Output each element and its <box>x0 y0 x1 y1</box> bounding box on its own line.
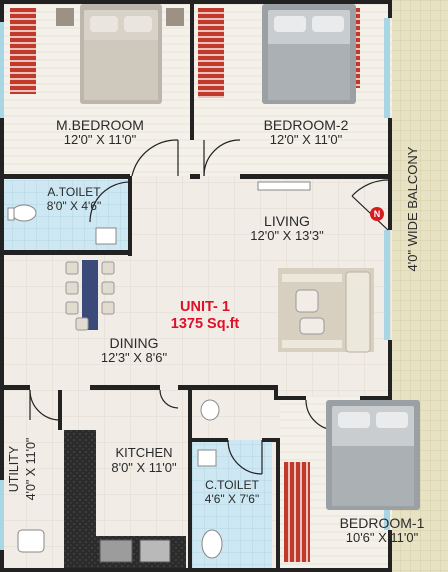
a-toilet-dimensions: 8'0" X 4'6" <box>46 198 102 213</box>
bedroom-2-name: BEDROOM-2 <box>263 117 349 133</box>
balcony-label: 4'0" WIDE BALCONY <box>405 146 420 272</box>
unit-name: UNIT- 1 <box>180 299 230 315</box>
bedroom-2-dimensions: 12'0" X 11'0" <box>269 132 343 148</box>
unit-label: UNIT- 1 1375 Sq.ft <box>150 299 260 334</box>
kitchen-label: KITCHEN 8'0" X 11'0" <box>96 445 192 476</box>
dining-dimensions: 12'3" X 8'6" <box>100 350 168 366</box>
a-toilet-label: A.TOILET 8'0" X 4'6" <box>34 185 114 214</box>
master-bedroom-name: M.BEDROOM <box>56 117 144 133</box>
c-toilet-name: C.TOILET <box>205 478 259 492</box>
utility-label: UTILITY 4'0" X 11'0" <box>6 419 42 519</box>
living-dimensions: 12'0" X 13'3" <box>250 228 324 244</box>
utility-name: UTILITY <box>7 445 21 493</box>
kitchen-dimensions: 8'0" X 11'0" <box>111 459 177 475</box>
master-bedroom-label: M.BEDROOM 12'0" X 11'0" <box>44 117 156 148</box>
bedroom-1-label: BEDROOM-1 10'6" X 11'0" <box>322 515 442 546</box>
bedroom-2-label: BEDROOM-2 12'0" X 11'0" <box>250 117 362 148</box>
north-compass-icon: N <box>370 207 384 221</box>
bedroom-1-dimensions: 10'6" X 11'0" <box>345 530 419 546</box>
kitchen-name: KITCHEN <box>115 445 173 460</box>
c-toilet-dimensions: 4'6" X 7'6" <box>204 491 260 506</box>
c-toilet-label: C.TOILET 4'6" X 7'6" <box>196 478 268 507</box>
bedroom-1-name: BEDROOM-1 <box>339 515 425 531</box>
unit-area: 1375 Sq.ft <box>170 316 240 333</box>
master-bedroom-dimensions: 12'0" X 11'0" <box>63 132 137 148</box>
living-label: LIVING 12'0" X 13'3" <box>232 213 342 244</box>
dining-name: DINING <box>109 335 159 351</box>
dining-label: DINING 12'3" X 8'6" <box>74 335 194 366</box>
utility-dimensions: 4'0" X 11'0" <box>24 437 38 501</box>
a-toilet-name: A.TOILET <box>47 185 101 199</box>
living-name: LIVING <box>264 213 310 229</box>
